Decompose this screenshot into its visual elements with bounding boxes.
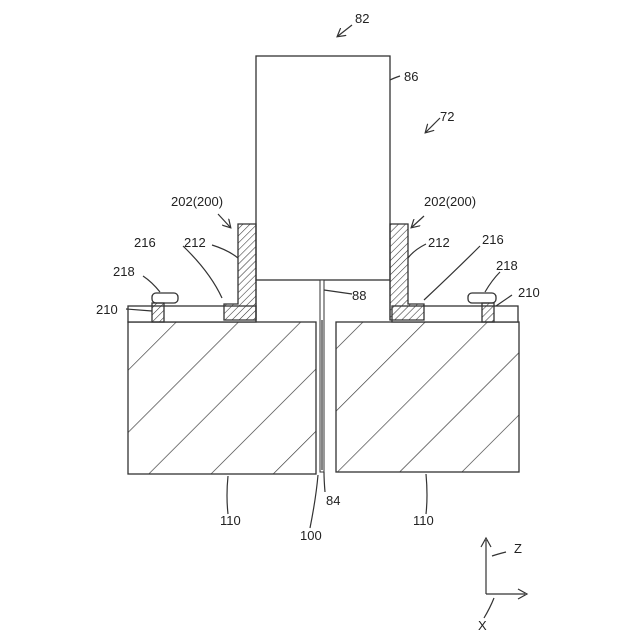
- label-110-right: 110: [413, 513, 434, 528]
- label-212-right: 212: [428, 235, 450, 250]
- holder-212-right: [390, 224, 424, 320]
- label-210-right: 210: [518, 285, 540, 300]
- label-86: 86: [404, 69, 418, 84]
- label-72: 72: [440, 109, 454, 124]
- label-210-left: 210: [96, 302, 118, 317]
- label-218-left: 218: [113, 264, 135, 279]
- block-110-right: [336, 322, 519, 472]
- axis-label-z: Z: [514, 541, 522, 556]
- label-202-right: 202(200): [424, 194, 476, 209]
- body-86: [256, 56, 390, 280]
- label-216-right: 216: [482, 232, 504, 247]
- label-84: 84: [326, 493, 340, 508]
- label-100: 100: [300, 528, 322, 543]
- label-82: 82: [355, 11, 369, 26]
- label-88: 88: [352, 288, 366, 303]
- axis-label-x: X: [478, 618, 487, 633]
- label-218-right: 218: [496, 258, 518, 273]
- label-202-left: 202(200): [171, 194, 223, 209]
- label-110-left: 110: [220, 513, 241, 528]
- holder-212-left: [224, 224, 256, 320]
- label-216-left: 216: [134, 235, 156, 250]
- label-212-left: 212: [184, 235, 206, 250]
- block-110-left: [128, 322, 316, 474]
